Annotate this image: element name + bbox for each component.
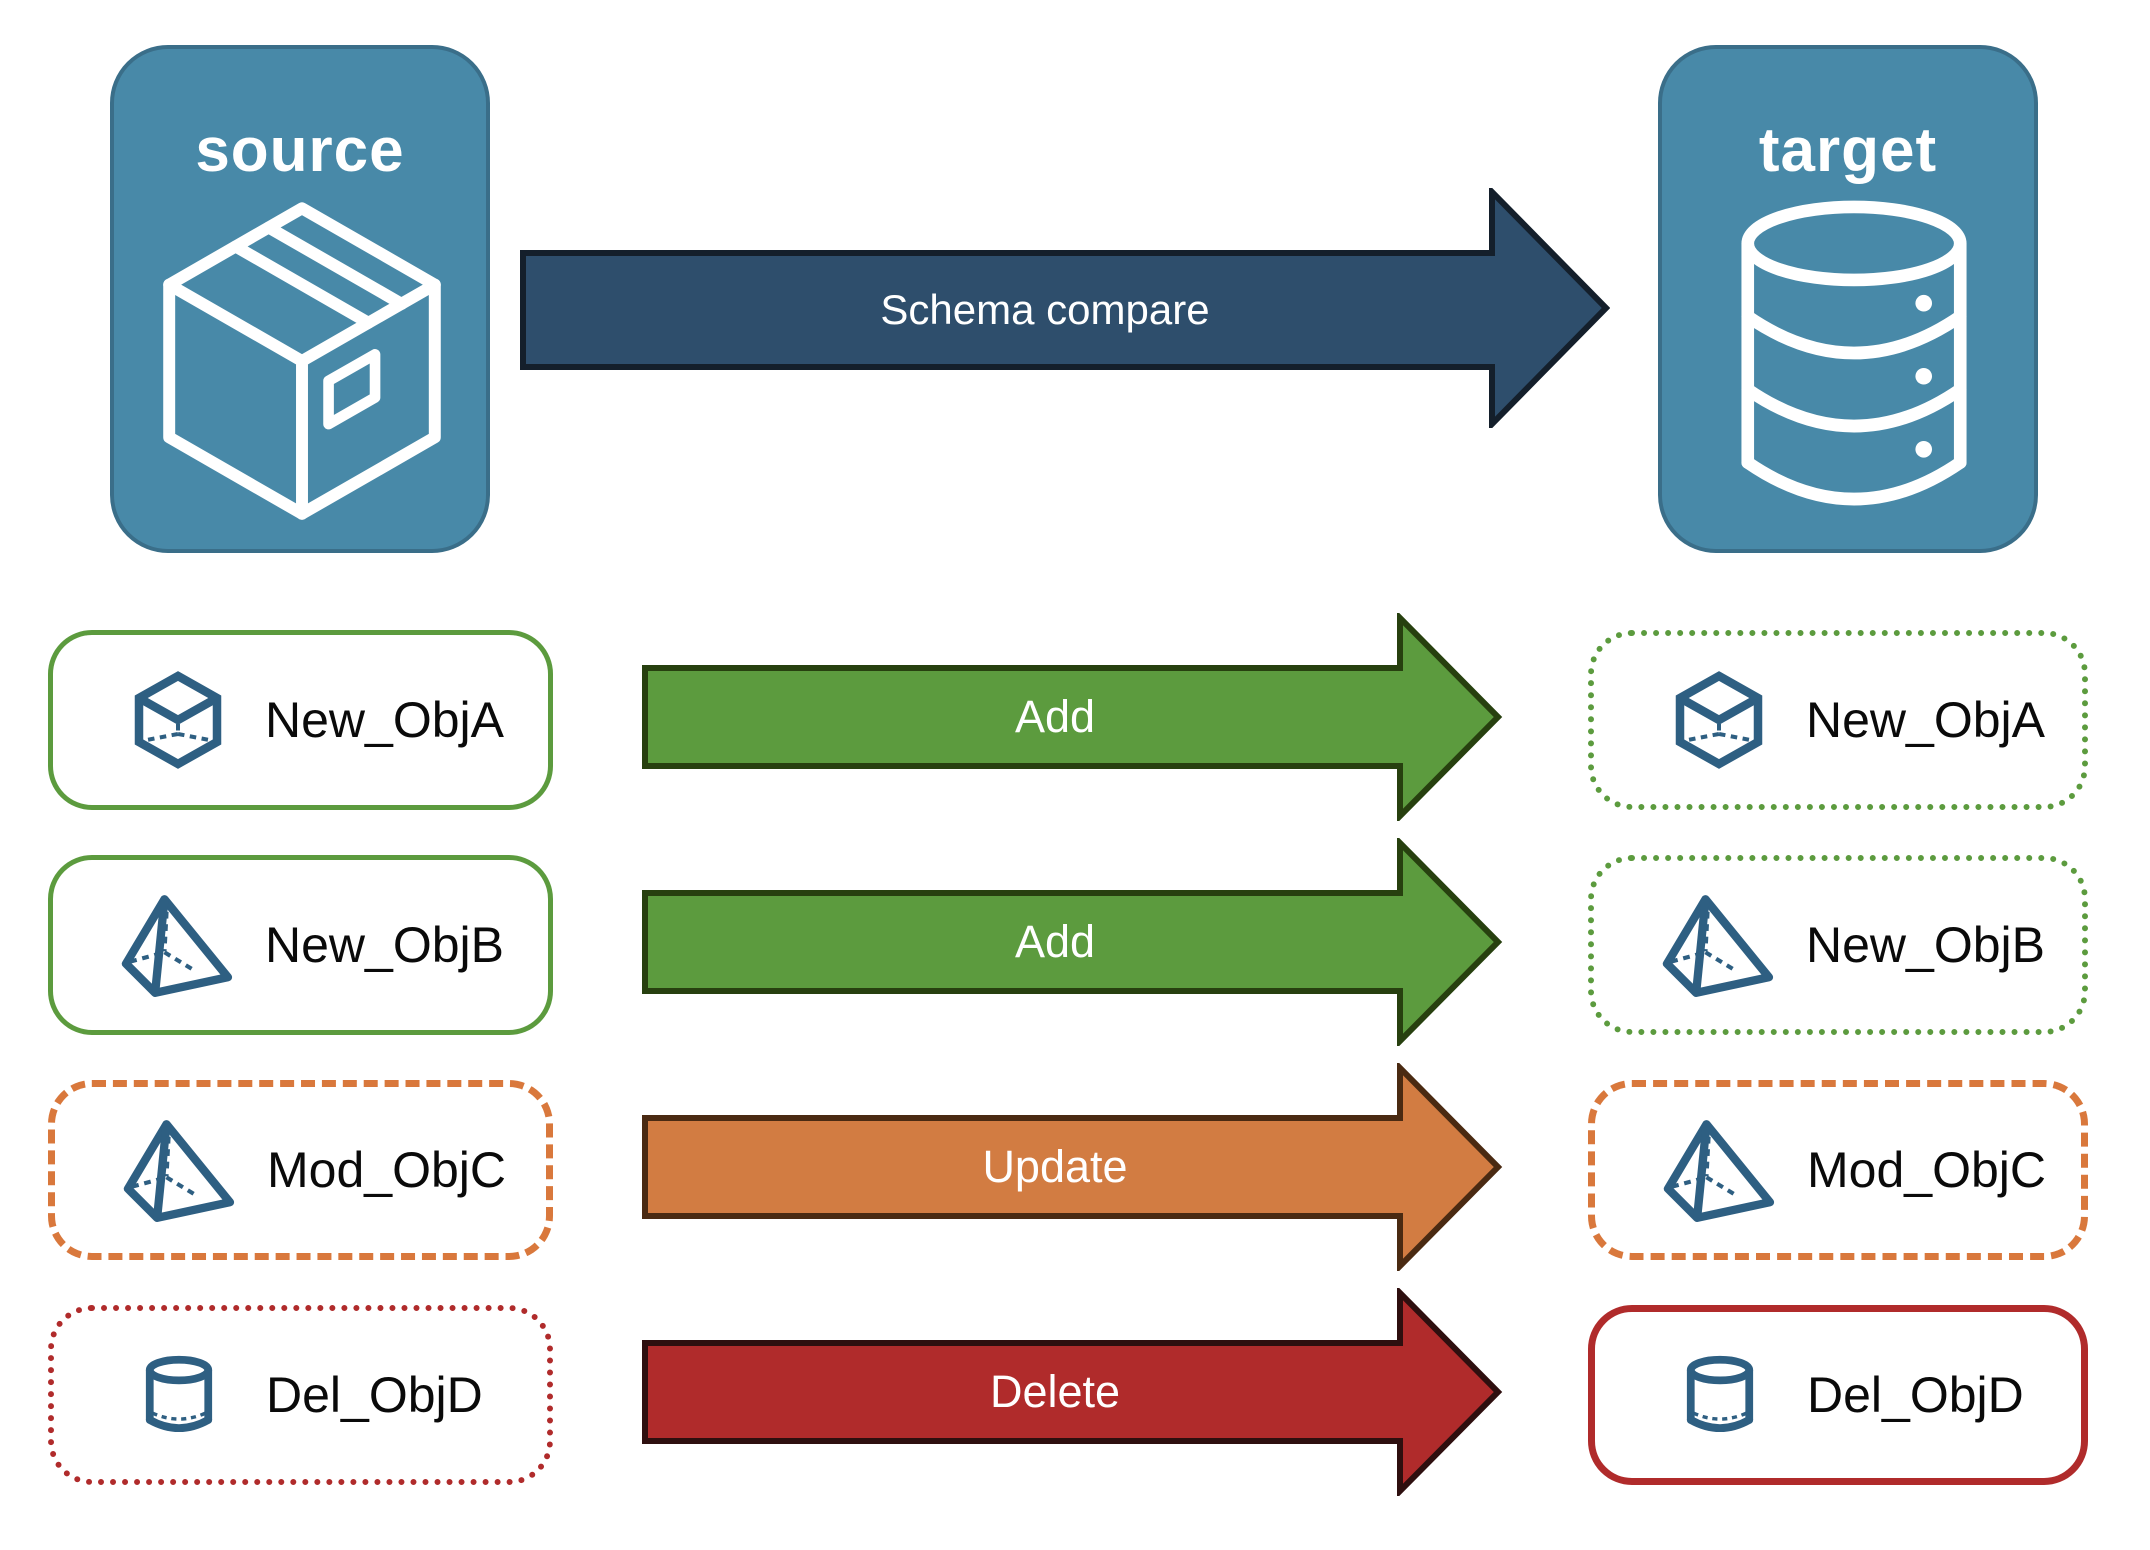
source-object-box-new-objb: New_ObjB — [48, 855, 553, 1035]
object-label: Del_ObjD — [1807, 1367, 2024, 1423]
arrow-action-label: Delete — [989, 1366, 1121, 1417]
object-label: New_ObjA — [265, 692, 504, 748]
object-label: Mod_ObjC — [1807, 1142, 2046, 1198]
target-object-box-mod-objc: Mod_ObjC — [1588, 1080, 2088, 1260]
pyramid-icon — [1654, 893, 1784, 997]
object-label: New_ObjB — [1806, 917, 2045, 973]
target-object-box-del-objd: Del_ObjD — [1588, 1305, 2088, 1485]
arrow-action-label: Add — [1014, 691, 1096, 742]
pyramid-icon — [1655, 1118, 1785, 1222]
target-panel-title: target — [1758, 116, 1938, 185]
source-panel-title: source — [195, 116, 405, 185]
object-label: Mod_ObjC — [267, 1142, 506, 1198]
source-panel: source — [110, 45, 490, 553]
target-object-box-new-obja: New_ObjA — [1588, 630, 2088, 810]
source-object-box-mod-objc: Mod_ObjC — [48, 1080, 553, 1260]
target-object-box-new-objb: New_ObjB — [1588, 855, 2088, 1035]
delete-arrow — [642, 1288, 1503, 1496]
target-panel: target — [1658, 45, 2038, 553]
arrow-action-label: Add — [1014, 916, 1096, 967]
object-label: New_ObjB — [265, 917, 504, 973]
add-arrow-1 — [642, 613, 1503, 821]
schema-compare-label: Schema compare — [880, 286, 1210, 333]
cylinder-icon — [114, 1346, 244, 1444]
source-object-box-del-objd: Del_ObjD — [48, 1305, 553, 1485]
pyramid-icon — [115, 1118, 245, 1222]
cylinder-icon — [1655, 1346, 1785, 1444]
object-label: Del_ObjD — [266, 1367, 483, 1423]
schema-compare-arrow — [520, 188, 1610, 428]
cube-icon — [113, 670, 243, 770]
package-box-icon — [163, 202, 441, 520]
add-arrow-2 — [642, 838, 1503, 1046]
source-object-box-new-obja: New_ObjA — [48, 630, 553, 810]
object-label: New_ObjA — [1806, 692, 2045, 748]
database-icon — [1741, 200, 1967, 506]
arrow-action-label: Update — [982, 1141, 1128, 1192]
cube-icon — [1654, 670, 1784, 770]
schema-compare-arrow-shape — [520, 188, 1610, 428]
pyramid-icon — [113, 893, 243, 997]
update-arrow — [642, 1063, 1503, 1271]
